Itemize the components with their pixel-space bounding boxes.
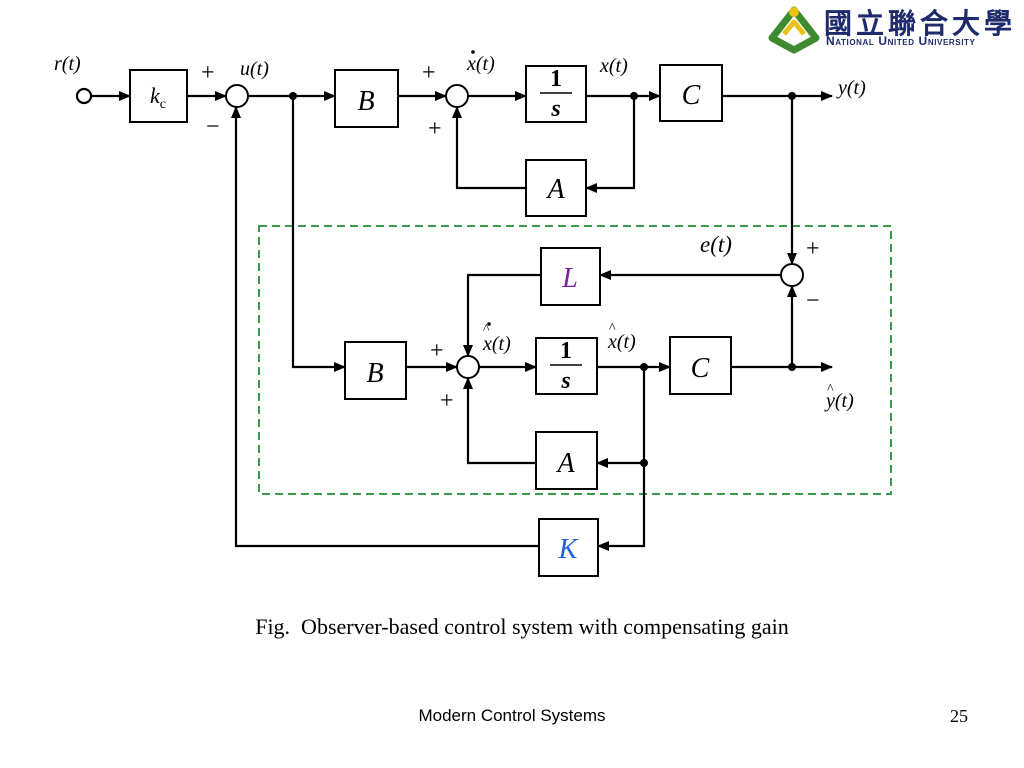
- svg-text:kc: kc: [150, 83, 166, 112]
- svg-text:A: A: [545, 174, 565, 205]
- block-integrator: 1 s: [525, 65, 587, 123]
- sign-sj1-top: +: [201, 60, 215, 86]
- svg-text:^: ^: [483, 322, 490, 337]
- label-e: e(t): [700, 232, 732, 257]
- svg-text:s: s: [560, 368, 570, 394]
- summing-junction-input: [225, 84, 249, 108]
- sign-sj2-top: +: [422, 60, 436, 86]
- sign-sj1-bottom: −: [206, 114, 220, 140]
- block-B: B: [334, 69, 399, 128]
- signal-wires: [92, 91, 833, 551]
- svg-text:1: 1: [550, 66, 562, 92]
- block-K: K: [538, 518, 599, 577]
- label-xhat: x(t) ^: [607, 321, 636, 353]
- block-observer-C: C: [669, 336, 732, 395]
- svg-text:B: B: [357, 86, 374, 117]
- summing-junction-observer: [456, 355, 480, 379]
- block-observer-A: A: [535, 431, 598, 490]
- svg-text:^: ^: [827, 382, 834, 397]
- block-observer-B: B: [344, 341, 407, 400]
- logo-chinese-name: 國立聯合大學: [824, 7, 1017, 40]
- block-C: C: [659, 64, 723, 122]
- svg-text:K: K: [558, 534, 579, 565]
- input-terminal: [75, 87, 93, 105]
- university-emblem-icon: [768, 6, 820, 54]
- label-xdot: x(t): [466, 50, 495, 75]
- block-kc: kc: [129, 69, 188, 123]
- svg-text:s: s: [550, 96, 560, 122]
- svg-text:x(t): x(t): [607, 331, 636, 353]
- sign-sj4-bottom: +: [440, 388, 454, 414]
- svg-text:C: C: [691, 353, 710, 384]
- svg-text:L: L: [561, 263, 578, 294]
- observer-region: [258, 225, 892, 495]
- sign-sj3-bottom: −: [806, 288, 820, 314]
- svg-text:x(t): x(t): [482, 333, 511, 355]
- logo-english-name: National United University: [826, 34, 976, 48]
- svg-text:B: B: [366, 358, 383, 389]
- page-number: 25: [950, 706, 968, 726]
- svg-text:x(t): x(t): [466, 53, 495, 75]
- sign-sj4-top: +: [430, 338, 444, 364]
- svg-text:C: C: [682, 80, 701, 111]
- block-observer-integrator: 1 s: [535, 337, 598, 395]
- block-L: L: [540, 247, 601, 306]
- summing-junction-plant: [445, 84, 469, 108]
- junction-dots: [289, 92, 796, 467]
- block-A: A: [525, 159, 587, 217]
- svg-text:y(t): y(t): [824, 390, 854, 412]
- svg-text:A: A: [555, 448, 575, 479]
- svg-text:^: ^: [609, 321, 616, 336]
- slide-footer: Modern Control Systems: [418, 706, 606, 725]
- svg-text:1: 1: [560, 338, 572, 364]
- label-y: y(t): [836, 77, 866, 99]
- sign-sj2-bottom: +: [428, 116, 442, 142]
- university-logo: 國立聯合大學 National United University: [764, 0, 1024, 56]
- label-x: x(t): [599, 55, 628, 77]
- figure-caption: Fig. Observer-based control system with …: [255, 614, 789, 639]
- label-xhat-dot: x(t) ^: [482, 322, 511, 355]
- summing-junction-error: [780, 263, 804, 287]
- observer-block-diagram: kc B 1 s C A L B 1 s C A K: [54, 50, 892, 577]
- label-r: r(t): [54, 53, 81, 75]
- label-yhat: y(t) ^: [824, 382, 854, 412]
- label-u: u(t): [240, 58, 269, 80]
- sign-sj3-top: +: [806, 236, 820, 262]
